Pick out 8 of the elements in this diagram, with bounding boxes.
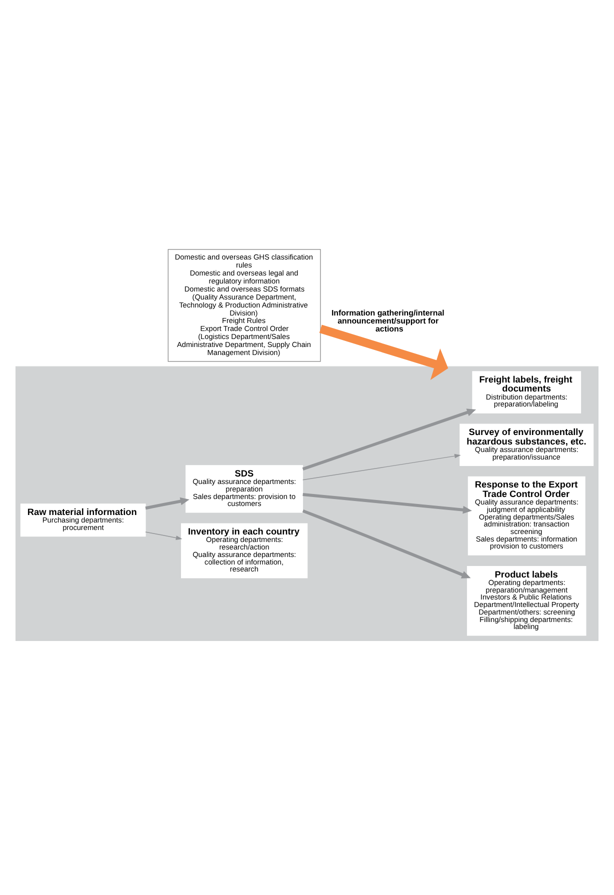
cluster: [16, 366, 598, 641]
arrow: [319, 324, 448, 380]
arrow: [302, 492, 472, 514]
arrow: [145, 497, 190, 510]
arrow: [302, 408, 476, 470]
arrow: [145, 532, 182, 540]
arrow: [302, 454, 461, 480]
arrow: [302, 509, 471, 578]
